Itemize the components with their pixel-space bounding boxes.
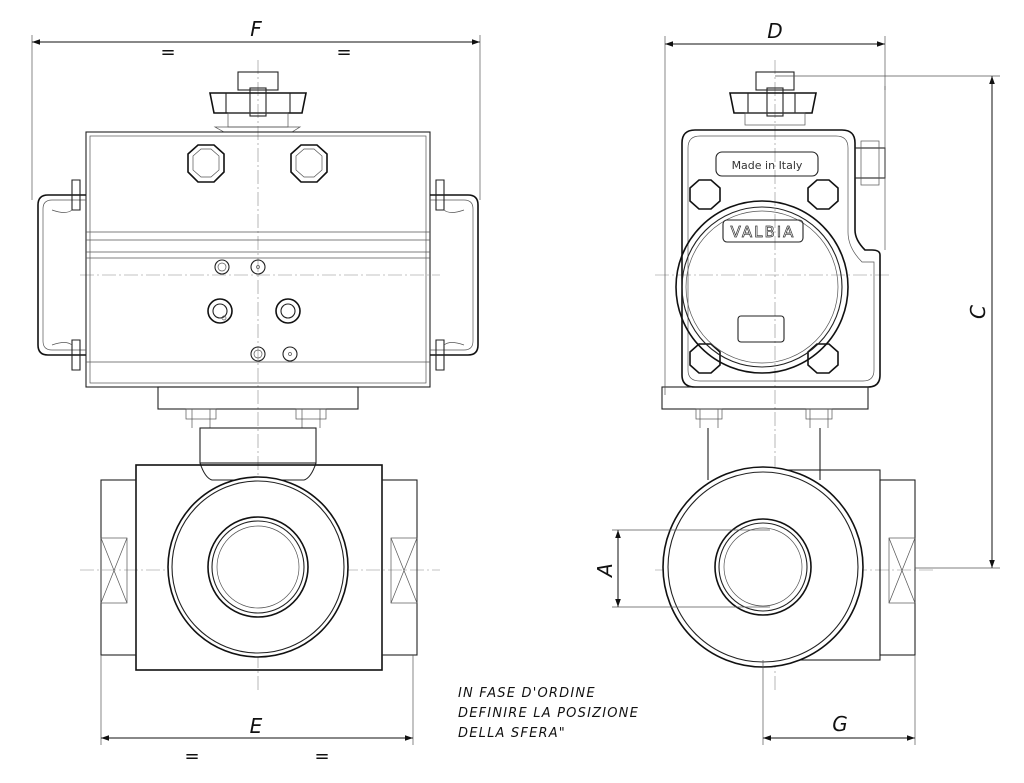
valve-body-side <box>662 466 916 668</box>
equal-sign-E-left: = <box>184 746 199 767</box>
actuator-side-housing: Made in Italy VALBIA <box>675 86 886 388</box>
dimension-label-D: D <box>767 19 782 43</box>
mounting-bracket-side <box>661 386 869 480</box>
made-in-italy-label: Made in Italy <box>732 159 803 172</box>
dimension-label-A: A <box>593 563 617 579</box>
equal-sign-F-left: = <box>160 42 175 63</box>
end-caps <box>37 179 479 371</box>
note-line-3: DELLA SFERA" <box>458 726 566 741</box>
dimension-E <box>100 655 414 745</box>
ordering-note: IN FASE D'ORDINE DEFINIRE LA POSIZIONE D… <box>458 684 639 744</box>
equal-sign-F-right: = <box>336 42 351 63</box>
dimension-label-G: G <box>832 712 848 736</box>
dimension-D <box>664 36 886 395</box>
actuator-body <box>85 131 431 388</box>
note-line-1: IN FASE D'ORDINE <box>458 686 596 701</box>
brand-plate-label: VALBIA <box>731 223 796 241</box>
equal-sign-E-right: = <box>314 746 329 767</box>
valve-body-front <box>100 464 418 671</box>
front-view <box>37 60 479 690</box>
dimension-A <box>612 529 770 608</box>
note-line-2: DEFINIRE LA POSIZIONE <box>458 706 640 721</box>
dimension-G <box>762 655 916 745</box>
dimension-label-F: F <box>250 17 262 41</box>
dimension-label-C: C <box>966 305 990 319</box>
dimension-label-E: E <box>250 714 263 738</box>
dimension-F <box>31 35 481 200</box>
position-indicator-side <box>729 71 817 126</box>
dimension-C <box>775 75 1000 569</box>
side-view: Made in Italy VALBIA <box>655 60 935 690</box>
